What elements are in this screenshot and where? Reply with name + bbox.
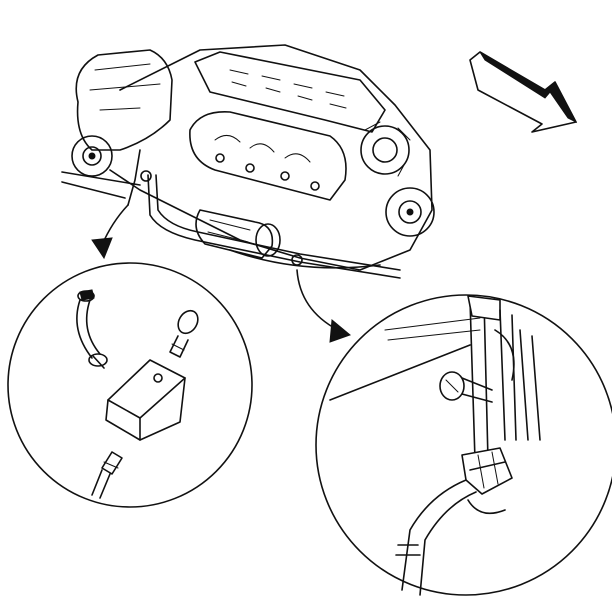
engine-icon: [61, 44, 435, 279]
fuel-filter-icon: [7, 262, 253, 508]
callout-arrow-right: [296, 269, 351, 343]
fuel-line-bracket-icon: [315, 294, 612, 596]
callout-arrow-left: [91, 204, 129, 260]
arrow-icon: [469, 51, 578, 133]
